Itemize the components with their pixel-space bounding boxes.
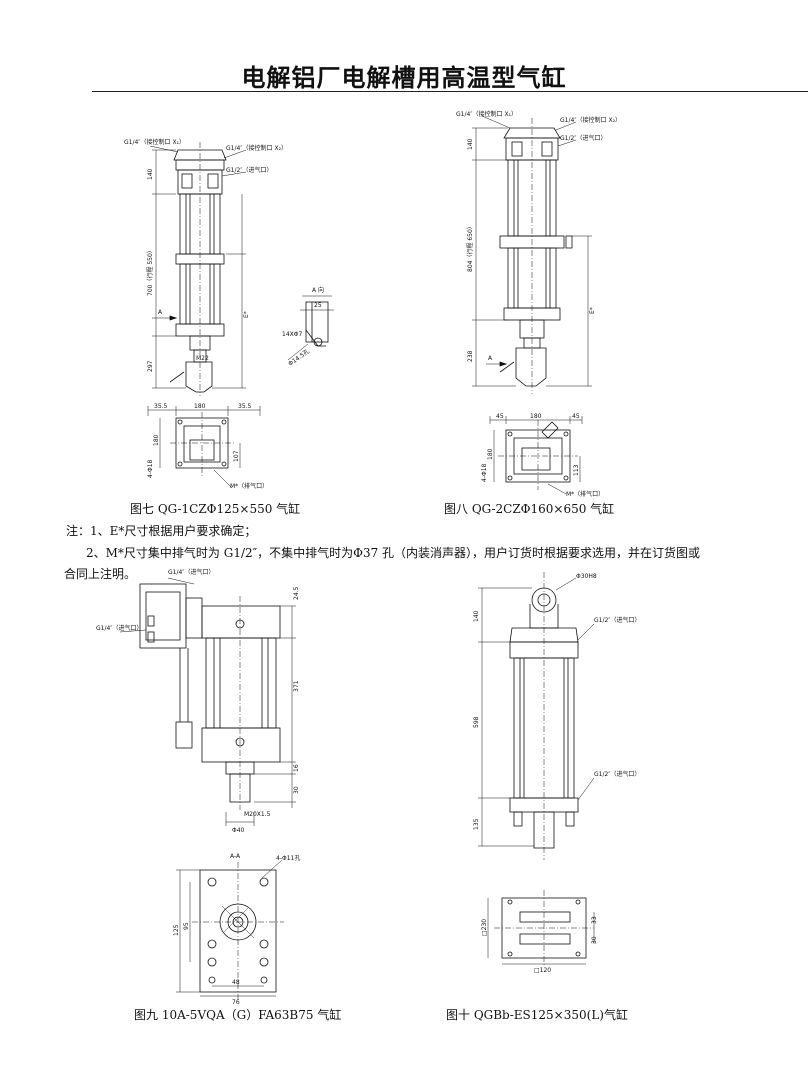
fig7-caption: 图七 QG-1CZΦ125×550 气缸 <box>130 502 301 516</box>
fig7-dim-w2: 180 <box>194 403 206 410</box>
fig10-port-top-label: G1/2″（进气口） <box>594 616 641 624</box>
fig10-dim-30: 30 <box>591 936 598 944</box>
fig8-caption: 图八 QG-2CZΦ160×650 气缸 <box>444 502 615 516</box>
fig8-port-top-label: G1/4″（接控制口 X₁） <box>456 110 517 118</box>
title-rule <box>92 91 808 92</box>
fig10-dim-140: 140 <box>473 610 480 622</box>
fig8-dim-stroke: 804（行程 650） <box>466 223 474 272</box>
fig7-dim-hole: 4-Φ18 <box>147 459 154 478</box>
page-title: 电解铝厂电解槽用高温型气缸 <box>241 64 567 92</box>
fig8-port-in-label: G1/2″（进气口） <box>560 134 607 142</box>
fig7-dim-297: 297 <box>147 360 154 372</box>
fig7-dim-w3: 35.5 <box>238 403 252 410</box>
fig7-dim-h2: 107 <box>233 450 240 462</box>
fig8-dim-238: 238 <box>467 350 474 362</box>
fig7-dim-140: 140 <box>147 168 154 180</box>
fig9-caption: 图九 10A-5VQA（G）FA63B75 气缸 <box>134 1008 342 1022</box>
fig8-dim-exhaust: M*（排气口） <box>566 490 604 498</box>
fig9-dim-16: 16 <box>293 764 300 772</box>
fig8-dim-h2: 113 <box>573 464 580 476</box>
fig9-dim-76: 76 <box>232 999 240 1006</box>
fig9-dim-holes: 4-Φ11孔 <box>276 854 300 862</box>
note-line-3: 合同上注明。 <box>64 567 137 581</box>
fig10-cylinder-view <box>478 572 595 860</box>
fig8-dim-a: A <box>488 355 493 362</box>
note-line-1: 注：1、E*尺寸根据用户要求确定； <box>66 524 257 538</box>
fig7-port-top-label: G1/4″（接控制口 X₁） <box>124 138 185 146</box>
fig7-dim-stroke: 700（行程 550） <box>146 247 154 296</box>
fig8-dim-w3: 45 <box>572 413 580 420</box>
fig9-dim-48: 48 <box>232 979 240 986</box>
fig7-dim-h1: 180 <box>153 434 160 446</box>
fig9-cylinder-view <box>119 577 296 826</box>
fig7-port-in-label: G1/2″（进气口） <box>226 166 273 174</box>
fig8-dim-w2: 180 <box>530 413 542 420</box>
fig7-dim-a: A <box>158 309 163 316</box>
fig7-detail-a <box>287 295 334 361</box>
fig10-bottom-view <box>487 890 595 966</box>
fig7-bottom-view <box>147 406 261 489</box>
fig8-dim-140: 140 <box>467 138 474 150</box>
fig7-dim-e: E* <box>243 311 250 318</box>
fig9-dim-30: 30 <box>293 786 300 794</box>
fig7-cylinder-view <box>149 142 247 396</box>
fig7-dim-w1: 35.5 <box>154 403 168 410</box>
fig7-port-mid-label: G1/4″（接控制口 X₂） <box>226 144 287 152</box>
fig10-dim-598: 598 <box>473 716 480 728</box>
fig10-dim-bottom: □120 <box>534 967 551 974</box>
fig8-dim-h1: 180 <box>487 448 494 460</box>
fig10-port-bottom-label: G1/2″（进气口） <box>594 770 641 778</box>
fig7-detail-angle: 14XΦ7 <box>282 331 302 338</box>
fig7-dim-exhaust: M*（排气口） <box>230 482 268 490</box>
fig9-dim-top: 24.5 <box>293 586 300 600</box>
fig10-dim-135: 135 <box>473 818 480 830</box>
fig9-dim-371: 371 <box>293 680 300 692</box>
fig8-port-mid-label: G1/4″（接控制口 X₂） <box>560 116 621 124</box>
fig7-dim-m22: M22 <box>196 355 209 362</box>
fig9-dim-95: 95 <box>183 922 190 930</box>
fig9-dim-bore: Φ40 <box>232 827 245 834</box>
fig9-section-aa <box>176 859 284 1000</box>
fig7-detail-title: A 向 <box>312 286 324 294</box>
fig8-dim-e: E* <box>589 307 596 314</box>
fig9-dim-125: 125 <box>173 924 180 936</box>
fig10-dim-pin: Φ30H8 <box>576 573 597 580</box>
fig7-detail-25: 25 <box>314 302 322 309</box>
fig7-detail-d: Φ14.5孔 <box>287 347 311 367</box>
fig8-dim-hole: 4-Φ18 <box>481 463 488 482</box>
fig10-dim-side: □230 <box>481 919 488 936</box>
fig10-caption: 图十 QGBb-ES125×350(L)气缸 <box>446 1008 628 1022</box>
fig9-section-label: A-A <box>230 853 241 860</box>
fig9-port-side-label: G1/4″（进气口） <box>96 624 143 632</box>
fig9-port-top-label: G1/4″（进气口） <box>168 568 215 576</box>
note-line-2: 2、M*尺寸集中排气时为 G1/2″，不集中排气时为Φ37 孔（内装消声器），用… <box>86 546 701 560</box>
fig8-cylinder-view <box>472 115 592 394</box>
fig9-dim-thread: M20X1.5 <box>244 811 271 818</box>
fig10-dim-33: 33 <box>591 916 598 924</box>
fig8-bottom-view <box>489 416 583 495</box>
fig8-dim-w1: 45 <box>496 413 504 420</box>
